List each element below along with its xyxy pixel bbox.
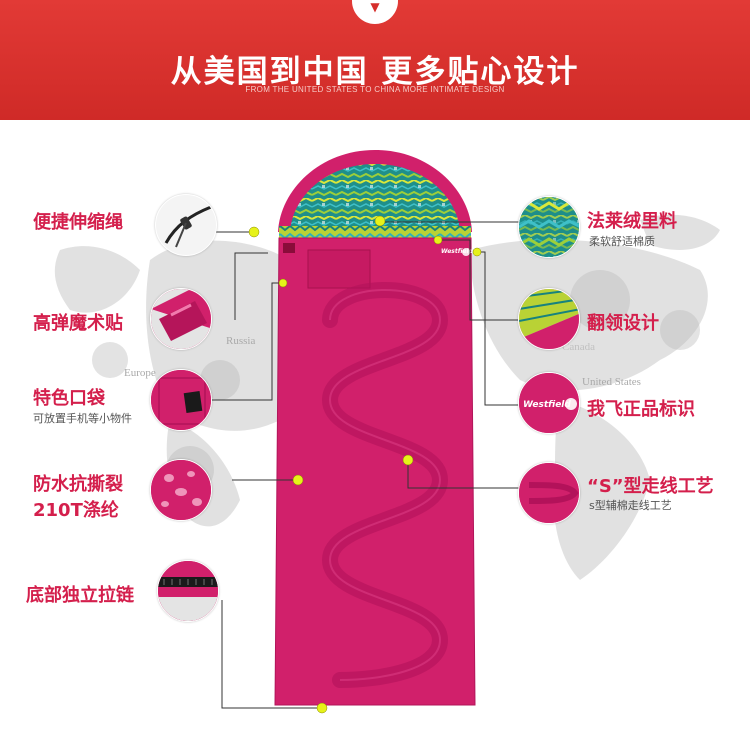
map-label-united-states: United States bbox=[582, 376, 641, 388]
page-subtitle: FROM THE UNITED STATES TO CHINA MORE INT… bbox=[245, 85, 505, 94]
dot-label bbox=[472, 247, 482, 257]
feature-title-pocket: 特色口袋 bbox=[33, 388, 105, 409]
bag-hood-lining bbox=[290, 164, 460, 232]
dot-collar bbox=[433, 235, 443, 245]
feature-image-lining bbox=[518, 196, 580, 258]
map-label-russia: Russia bbox=[226, 335, 256, 347]
dot-cord bbox=[248, 226, 260, 238]
feature-image-cord bbox=[155, 194, 217, 256]
bag-tag bbox=[283, 243, 295, 253]
map-label-europe: Europe bbox=[124, 367, 156, 379]
feature-title-zipper: 底部独立拉链 bbox=[26, 585, 134, 606]
feature-sub-lining: 柔软舒适棉质 bbox=[589, 235, 655, 248]
feature-title-cord: 便捷伸缩绳 bbox=[33, 212, 123, 233]
feature-title-collar: 翻领设计 bbox=[587, 313, 659, 334]
feature-title-waterproof-material: 210T涤纶 bbox=[33, 500, 119, 521]
bag-pocket bbox=[307, 249, 371, 289]
bag-body bbox=[275, 238, 475, 705]
feature-image-pocket bbox=[150, 369, 212, 431]
feature-image-zipper bbox=[157, 560, 219, 622]
feature-sub-pocket: 可放置手机等小物件 bbox=[33, 412, 132, 425]
dot-waterproof bbox=[292, 474, 304, 486]
bag-collar bbox=[279, 226, 471, 240]
map-label-canada: Canada bbox=[562, 341, 595, 353]
chevron-down-icon: ▼ bbox=[370, 0, 380, 14]
dot-velcro bbox=[278, 278, 288, 288]
feature-image-velcro bbox=[150, 288, 212, 350]
bag-logo-mark bbox=[462, 248, 470, 256]
feature-image-collar bbox=[518, 288, 580, 350]
feature-title-stitch: “S”型走线工艺 bbox=[587, 476, 714, 497]
page-title: 从美国到中国 更多贴心设计 bbox=[170, 54, 580, 90]
svg-text:Westfield: Westfield bbox=[523, 400, 571, 410]
feature-image-label: Westfield bbox=[518, 372, 580, 434]
feature-title-velcro: 高弹魔术贴 bbox=[33, 313, 123, 334]
header-banner: ▼ 从美国到中国 更多贴心设计 FROM THE UNITED STATES T… bbox=[0, 0, 750, 120]
feature-image-stitch bbox=[518, 462, 580, 524]
feature-title-waterproof: 防水抗撕裂 bbox=[33, 474, 123, 495]
feature-title-label: 我飞正品标识 bbox=[587, 399, 695, 420]
dot-stitch bbox=[402, 454, 414, 466]
feature-sub-stitch: s型辅棉走线工艺 bbox=[589, 499, 672, 512]
dot-lining bbox=[374, 215, 386, 227]
feature-title-lining: 法莱绒里料 bbox=[587, 211, 677, 232]
feature-image-waterproof bbox=[150, 459, 212, 521]
dot-zipper bbox=[316, 702, 328, 714]
bag-logo-text: Westfield bbox=[441, 248, 474, 255]
